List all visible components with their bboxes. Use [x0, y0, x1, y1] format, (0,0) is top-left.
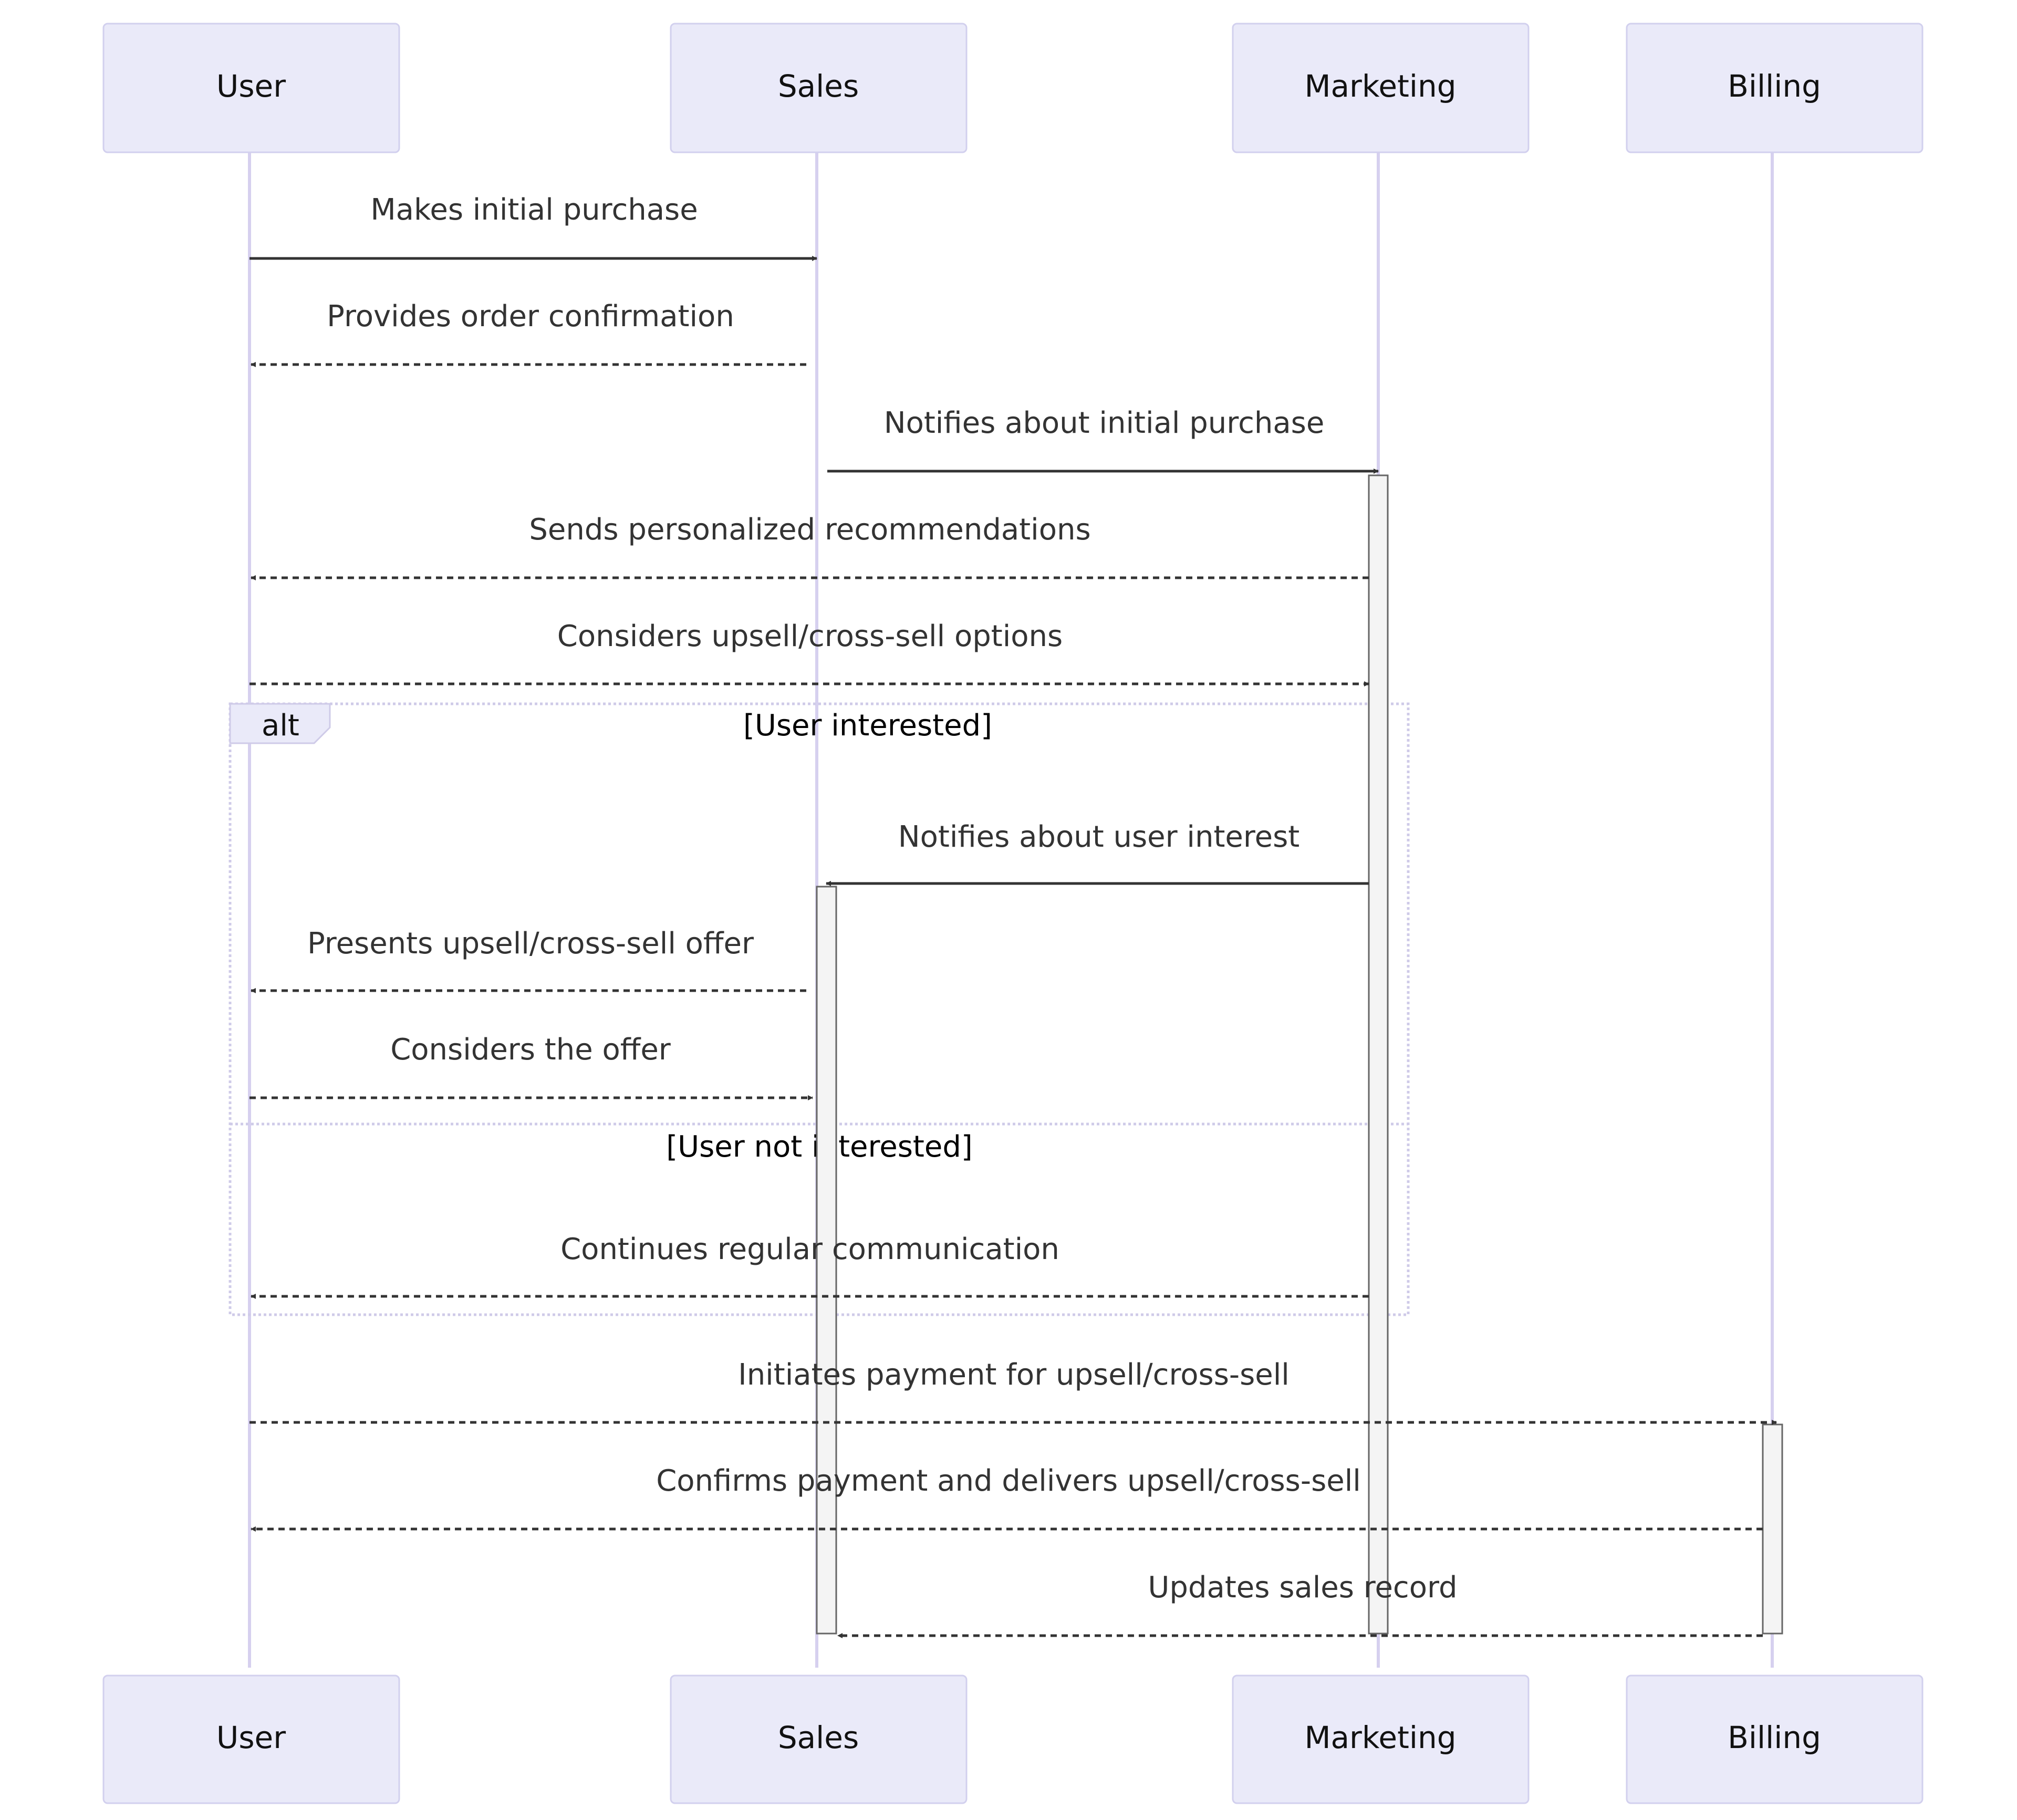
message-label: Updates sales record	[1148, 1571, 1457, 1605]
message-label: Provides order confirmation	[327, 299, 734, 334]
actor-user-bottom: User	[102, 1675, 400, 1804]
alt-frame-border	[228, 702, 1410, 1316]
message-label: Considers the offer	[390, 1033, 671, 1067]
activations	[816, 474, 1783, 1635]
actor-box	[1232, 23, 1530, 153]
message-label: Notifies about initial purchase	[884, 406, 1325, 440]
actor-label: User	[216, 1720, 286, 1755]
actor-sales-top: Sales	[670, 23, 968, 153]
actors-bottom: User Sales Marketing Billing	[102, 1675, 1924, 1804]
message-label: Continues regular communication	[560, 1232, 1059, 1266]
alt-frame: alt [User interested] [User not interest…	[228, 702, 1410, 1316]
message-label: Notifies about user interest	[898, 820, 1300, 854]
actor-sales-bottom: Sales	[670, 1675, 968, 1804]
activation-sales	[816, 886, 837, 1635]
message-label: Presents upsell/cross-sell offer	[307, 927, 754, 961]
activation-marketing	[1368, 474, 1389, 1635]
actor-label: Sales	[778, 68, 859, 104]
actor-label: Billing	[1728, 1720, 1821, 1755]
actor-box	[102, 1675, 400, 1804]
actor-label: Marketing	[1304, 1720, 1456, 1755]
actor-box	[1626, 23, 1924, 153]
actor-billing-top: Billing	[1626, 23, 1924, 153]
actor-box	[1232, 1675, 1530, 1804]
lifelines	[248, 152, 1774, 1668]
actor-label: User	[216, 68, 286, 104]
actor-box	[1626, 1675, 1924, 1804]
actor-box	[670, 23, 968, 153]
activation-billing	[1762, 1423, 1783, 1635]
actors-top: User Sales Marketing Billing	[102, 23, 1924, 153]
actor-label: Marketing	[1304, 68, 1456, 104]
message-label: Sends personalized recommendations	[529, 513, 1090, 547]
actor-box	[102, 23, 400, 153]
messages: Makes initial purchase Provides order co…	[249, 193, 1777, 1638]
message-label: Considers upsell/cross-sell options	[557, 619, 1063, 653]
actor-marketing-top: Marketing	[1232, 23, 1530, 153]
message-label: Initiates payment for upsell/cross-sell	[738, 1358, 1290, 1392]
message-label: Confirms payment and delivers upsell/cro…	[656, 1464, 1361, 1498]
actor-label: Billing	[1728, 68, 1821, 104]
actor-label: Sales	[778, 1720, 859, 1755]
actor-marketing-bottom: Marketing	[1232, 1675, 1530, 1804]
actor-box	[670, 1675, 968, 1804]
alt-frame-tab	[229, 703, 331, 744]
alt-condition-interested: [User interested]	[743, 709, 992, 743]
actor-user-top: User	[102, 23, 400, 153]
alt-keyword: alt	[262, 709, 299, 743]
message-label: Makes initial purchase	[370, 193, 698, 227]
actor-billing-bottom: Billing	[1626, 1675, 1924, 1804]
